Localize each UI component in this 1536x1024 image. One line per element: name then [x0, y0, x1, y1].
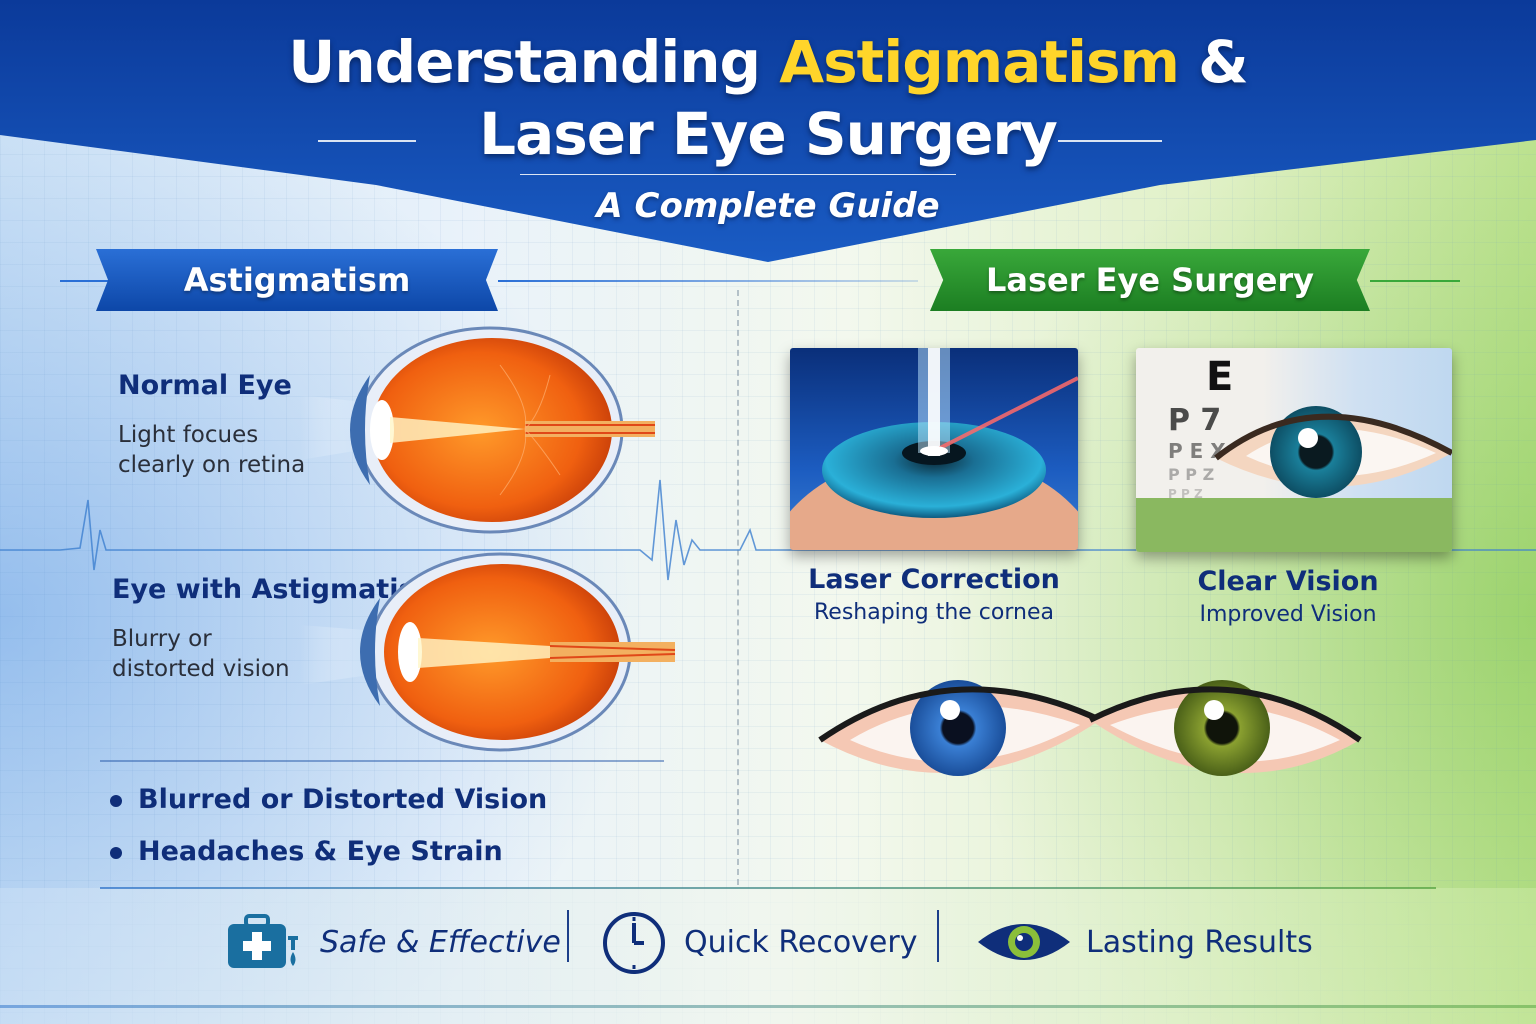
medical-kit-icon	[228, 914, 298, 968]
footer-label-safe: Safe & Effective	[320, 924, 561, 960]
eye-chart-letter: P P Z	[1168, 465, 1214, 484]
page-title-line2: Laser Eye Surgery	[479, 100, 1058, 168]
eyes-illustration	[818, 680, 1362, 776]
footer-label-results: Lasting Results	[1086, 924, 1313, 960]
eye-chart-letter: P E X	[1168, 439, 1226, 463]
pulse-line	[0, 479, 1536, 581]
clear-vision-subtitle: Improved Vision	[1199, 602, 1377, 627]
page-title-line1: Understanding Astigmatism &	[288, 28, 1248, 96]
laser-correction-subtitle: Reshaping the cornea	[814, 600, 1054, 625]
title-rule-right	[1058, 140, 1162, 142]
footer-item-results: Lasting Results	[976, 912, 1313, 972]
center-divider	[737, 290, 739, 885]
header-banner	[0, 0, 1536, 262]
eye-chart-letter: P 7	[1168, 403, 1221, 438]
footer-separator	[567, 910, 569, 962]
symptom-item: Headaches & Eye Strain	[110, 836, 503, 867]
astig-eye-heading: Eye with Astigmatism	[112, 574, 443, 605]
footer-item-recovery: Quick Recovery	[600, 912, 918, 974]
astig-eye-diagram	[300, 552, 676, 752]
astig-banner-rule-left	[60, 280, 120, 282]
normal-eye-line2: clearly on retina	[118, 452, 306, 478]
astigmatism-banner: Astigmatism	[96, 249, 498, 311]
left-section-rule	[100, 760, 664, 762]
astig-eye-line2: distorted vision	[112, 656, 290, 682]
footer-bottom-rule	[0, 1005, 1536, 1008]
normal-eye-diagram	[300, 326, 655, 534]
footer-separator	[937, 910, 939, 962]
clear-vision-title: Clear Vision	[1197, 566, 1379, 597]
eye-chart-letter: P P Z	[1168, 487, 1203, 501]
surgery-banner-rule	[1370, 280, 1460, 282]
footer-label-recovery: Quick Recovery	[684, 924, 918, 960]
page-subtitle: A Complete Guide	[596, 186, 940, 226]
title-highlight: Astigmatism	[779, 28, 1180, 96]
astig-eye-line1: Blurry or	[112, 626, 212, 652]
title-rule-left	[318, 140, 416, 142]
symptom-item: Blurred or Distorted Vision	[110, 784, 547, 815]
normal-eye-line1: Light focues	[118, 422, 259, 448]
laser-correction-title: Laser Correction	[808, 564, 1060, 595]
laser-correction-image	[790, 348, 1078, 550]
eye-chart-letter: E	[1206, 354, 1233, 400]
laser-surgery-banner: Laser Eye Surgery	[930, 249, 1370, 311]
footer-item-safe: Safe & Effective	[226, 912, 561, 972]
subtitle-rule	[520, 174, 956, 175]
clear-vision-image: E P 7 P E X P P Z P P Z	[1136, 348, 1452, 552]
normal-eye-heading: Normal Eye	[118, 370, 292, 401]
footer-top-rule	[100, 887, 1436, 889]
clock-icon	[603, 912, 665, 974]
astig-banner-rule-right	[498, 280, 918, 282]
eye-icon	[978, 924, 1070, 960]
